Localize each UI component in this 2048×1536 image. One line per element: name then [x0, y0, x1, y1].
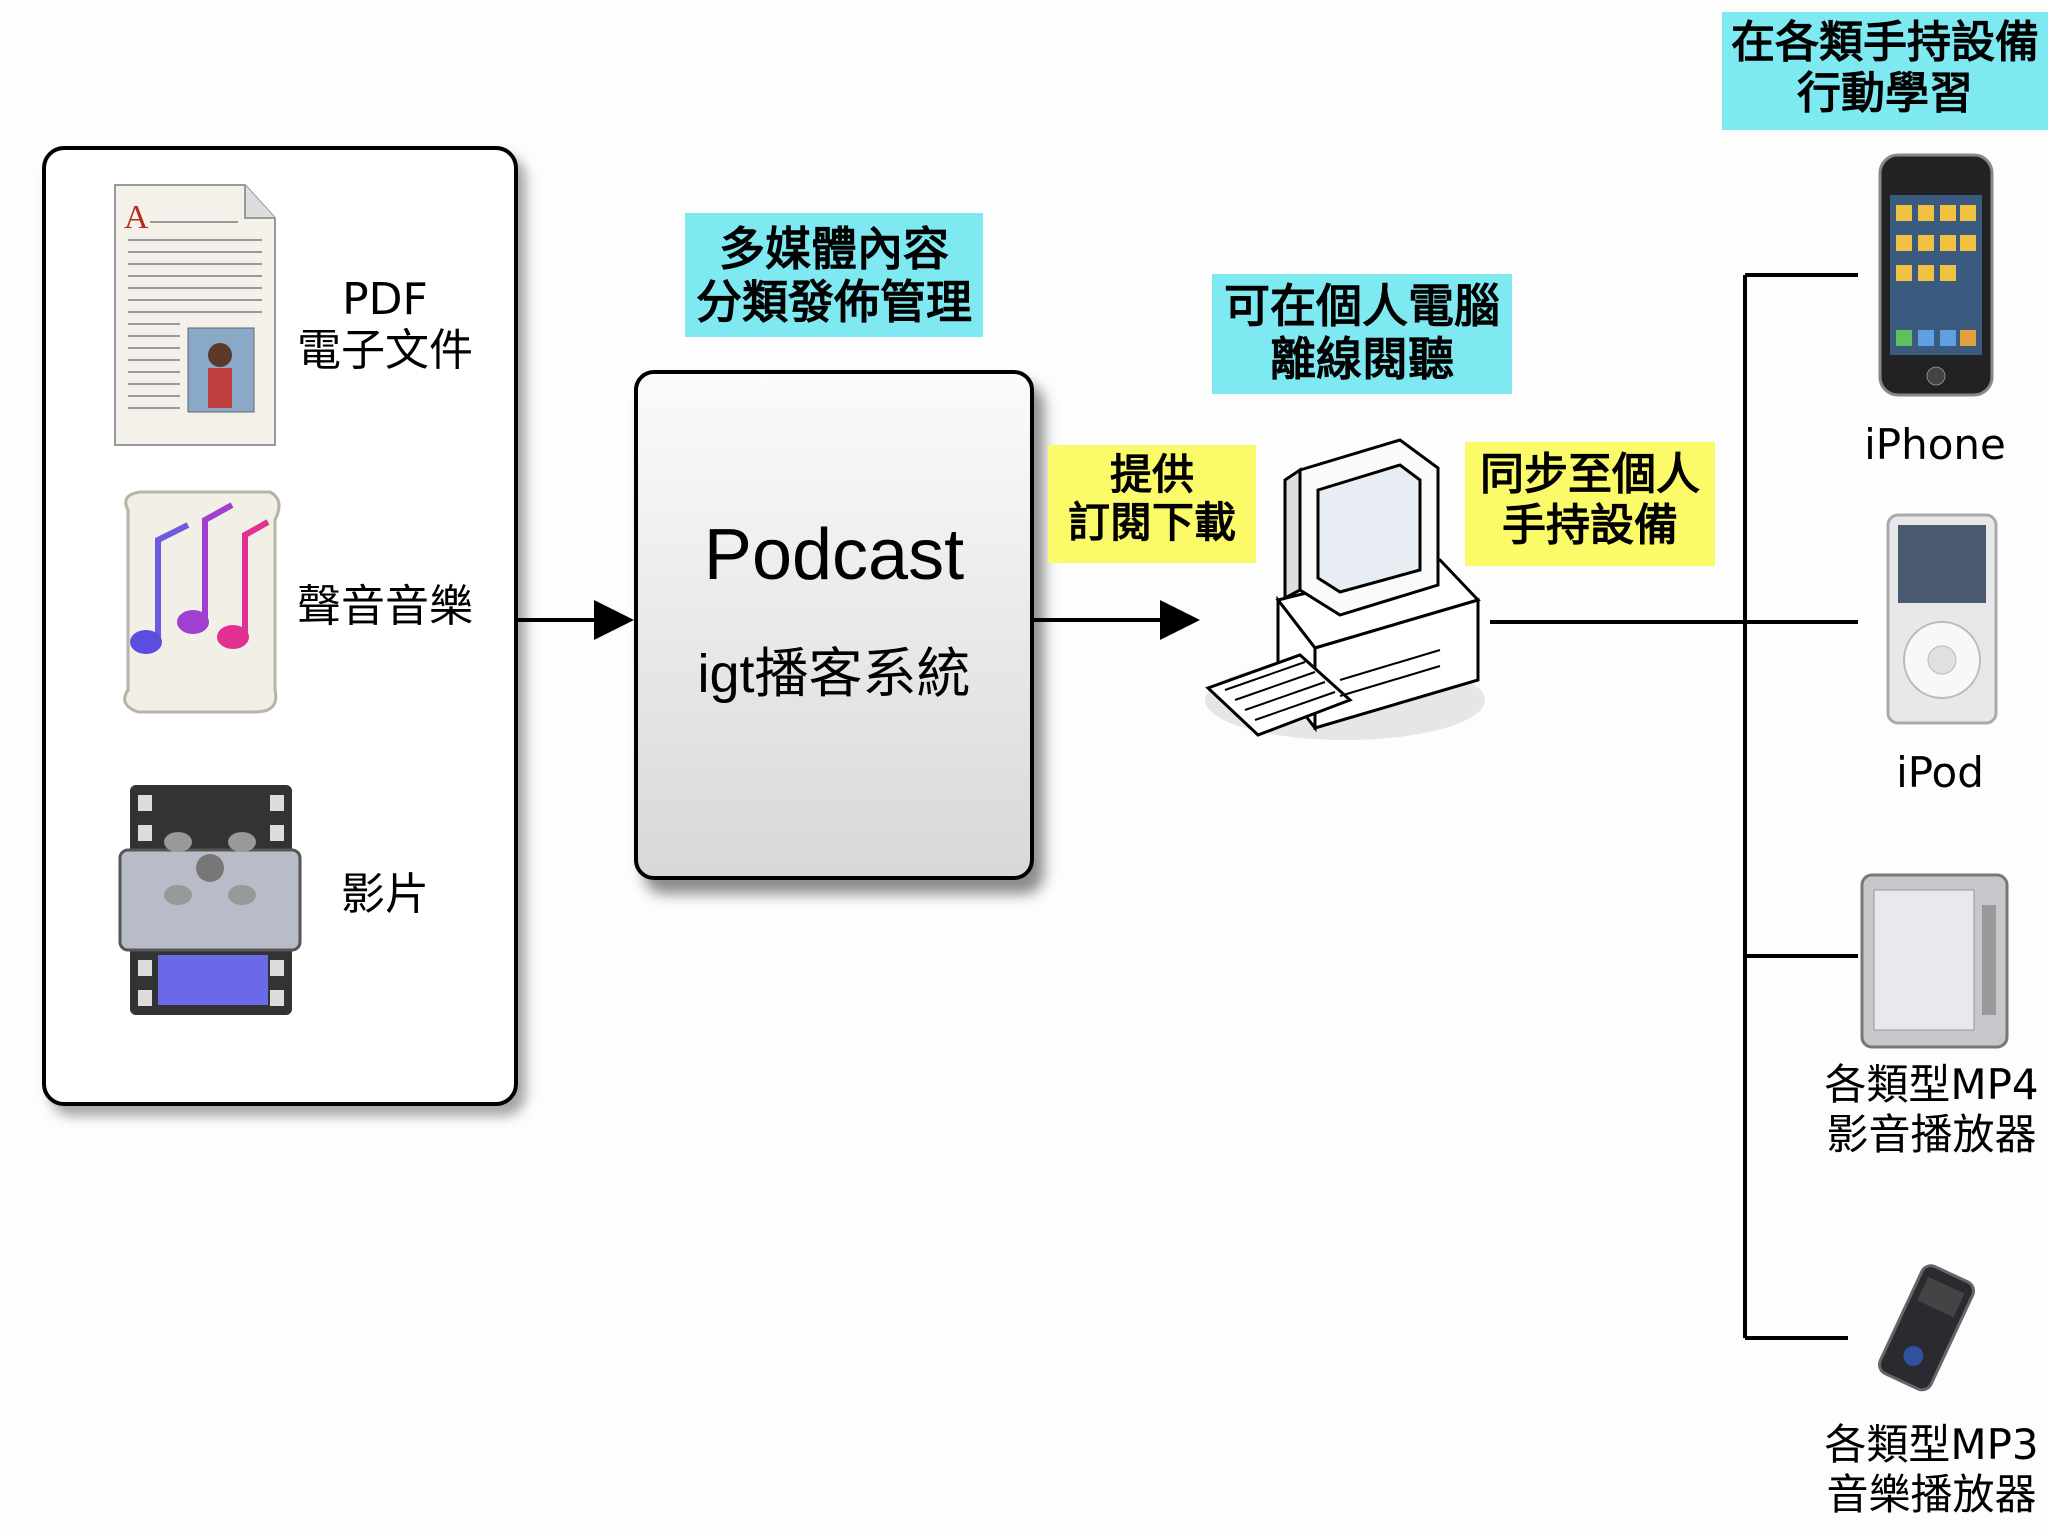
mobile-learning-callout: 在各類手持設備 行動學習 — [1722, 12, 2048, 130]
offline-callout: 可在個人電腦 離線閱聽 — [1212, 274, 1512, 394]
subscribe-callout: 提供 訂閱下載 — [1048, 445, 1256, 563]
audio-label: 聲音音樂 — [297, 581, 473, 632]
pdf-label: PDF 電子文件 — [297, 274, 473, 376]
iphone-label: iPhone — [1864, 420, 2006, 469]
publish-callout: 多媒體內容 分類發佈管理 — [685, 213, 983, 337]
mp3-label: 各類型MP3 音樂播放器 — [1824, 1420, 2039, 1520]
ipod-label: iPod — [1896, 748, 1984, 797]
podcast-title: Podcast — [703, 515, 965, 595]
mp4-label: 各類型MP4 影音播放器 — [1824, 1060, 2039, 1160]
video-label: 影片 — [341, 869, 429, 920]
sync-callout: 同步至個人 手持設備 — [1465, 442, 1715, 566]
podcast-system-box: Podcast igt播客系統 — [634, 370, 1034, 880]
svg-text:A: A — [124, 199, 149, 236]
podcast-subtitle: igt播客系統 — [697, 644, 971, 704]
